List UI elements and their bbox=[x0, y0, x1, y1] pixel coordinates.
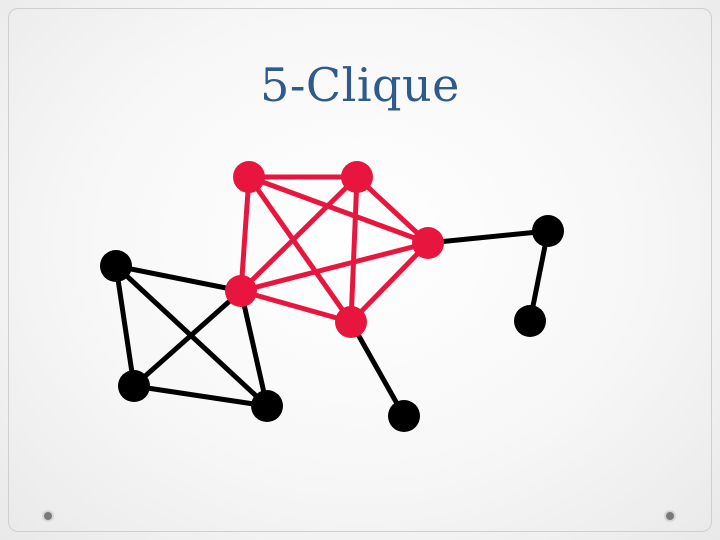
edge-c1-c5 bbox=[246, 174, 354, 325]
node-b5 bbox=[532, 215, 564, 247]
node-b3 bbox=[251, 390, 283, 422]
corner-dot-left bbox=[44, 512, 52, 520]
edge-c1-c4 bbox=[238, 174, 252, 294]
edge-b1-b2 bbox=[113, 263, 137, 389]
edge-c2-c3 bbox=[354, 174, 431, 246]
edge-c2-c4 bbox=[238, 174, 360, 294]
edge-c4-b3 bbox=[238, 288, 270, 409]
edge-b1-c4 bbox=[113, 263, 244, 294]
edge-c2-c5 bbox=[348, 174, 360, 325]
node-c1 bbox=[233, 161, 265, 193]
edge-c4-c5 bbox=[238, 288, 354, 325]
edge-c3-c4 bbox=[238, 240, 431, 294]
node-c3 bbox=[412, 227, 444, 259]
node-c2 bbox=[341, 161, 373, 193]
slide-title: 5-Clique bbox=[260, 58, 460, 112]
node-c5 bbox=[335, 306, 367, 338]
node-b6 bbox=[514, 305, 546, 337]
corner-dot-right bbox=[666, 512, 674, 520]
node-b1 bbox=[100, 250, 132, 282]
edge-b2-b3 bbox=[131, 383, 270, 409]
edge-c3-b5 bbox=[425, 228, 551, 246]
edges-layer bbox=[113, 174, 551, 419]
node-b2 bbox=[118, 370, 150, 402]
slide-frame bbox=[8, 8, 712, 532]
edge-c3-c5 bbox=[348, 240, 431, 325]
edge-c5-b7 bbox=[348, 319, 407, 419]
nodes-layer bbox=[100, 161, 564, 432]
edge-c1-c3 bbox=[246, 174, 431, 246]
edge-c4-b2 bbox=[131, 288, 244, 389]
node-c4 bbox=[225, 275, 257, 307]
node-b7 bbox=[388, 400, 420, 432]
